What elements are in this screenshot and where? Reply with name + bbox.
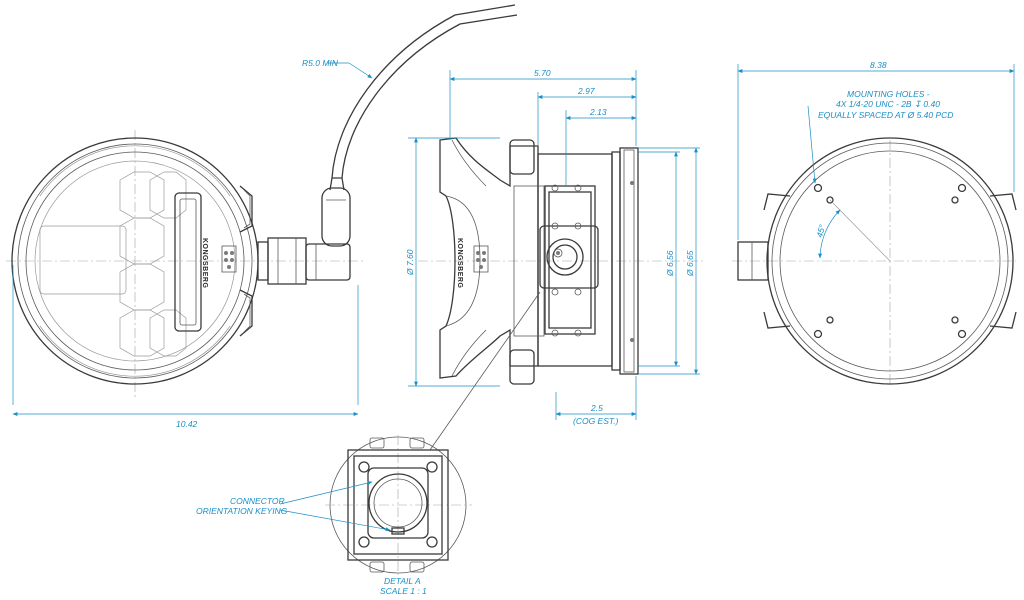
mounting-note-3: EQUALLY SPACED AT Ø 5.40 PCD [818, 110, 953, 120]
keying-note-2: ORIENTATION KEYING [196, 506, 288, 516]
detail-a [325, 435, 472, 575]
dim-cog-note: (COG EST.) [573, 416, 619, 426]
dim-side-a: 2.97 [577, 86, 595, 96]
keying-note-1: CONNECTOR [230, 496, 285, 506]
dim-angle: 45° [814, 223, 827, 239]
front-dimensions: 10.42 R5.0 MIN [12, 58, 373, 429]
logo-mark [221, 245, 237, 273]
dim-side-b: 2.13 [589, 107, 607, 117]
dim-flange-outer: Ø 6.65 [685, 250, 695, 277]
detail-annotations: CONNECTOR ORIENTATION KEYING DETAIL A SC… [196, 481, 427, 596]
dim-cog: 2.5 [590, 403, 603, 413]
rear-dimensions: 8.38 MOUNTING HOLES - 4X 1/4-20 UNC - 2B… [737, 60, 1015, 259]
mounting-note-1: MOUNTING HOLES - [847, 89, 930, 99]
detail-leader [429, 291, 541, 451]
mounting-note-2: 4X 1/4-20 UNC - 2B ↧ 0.40 [836, 99, 940, 109]
dim-flange-inner: Ø 6.56 [665, 250, 675, 277]
dim-side-overall: 5.70 [534, 68, 551, 78]
detail-scale: SCALE 1 : 1 [380, 586, 427, 596]
side-view: KONGSBERG [418, 137, 705, 385]
detail-title: DETAIL A [384, 576, 421, 586]
dim-rear-width: 8.38 [870, 60, 887, 70]
side-dimensions: 5.70 2.97 2.13 Ø 7.60 Ø 6.56 Ø 6.65 2.5 … [405, 68, 700, 426]
brand-label-front: KONGSBERG [201, 238, 208, 288]
dim-side-height: Ø 7.60 [405, 249, 415, 276]
rear-view [732, 137, 1017, 385]
dim-cable-bend: R5.0 MIN [302, 58, 339, 68]
front-view: KONGSBERG [6, 4, 518, 400]
brand-label-side: KONGSBERG [456, 238, 463, 288]
dim-front-width: 10.42 [176, 419, 198, 429]
